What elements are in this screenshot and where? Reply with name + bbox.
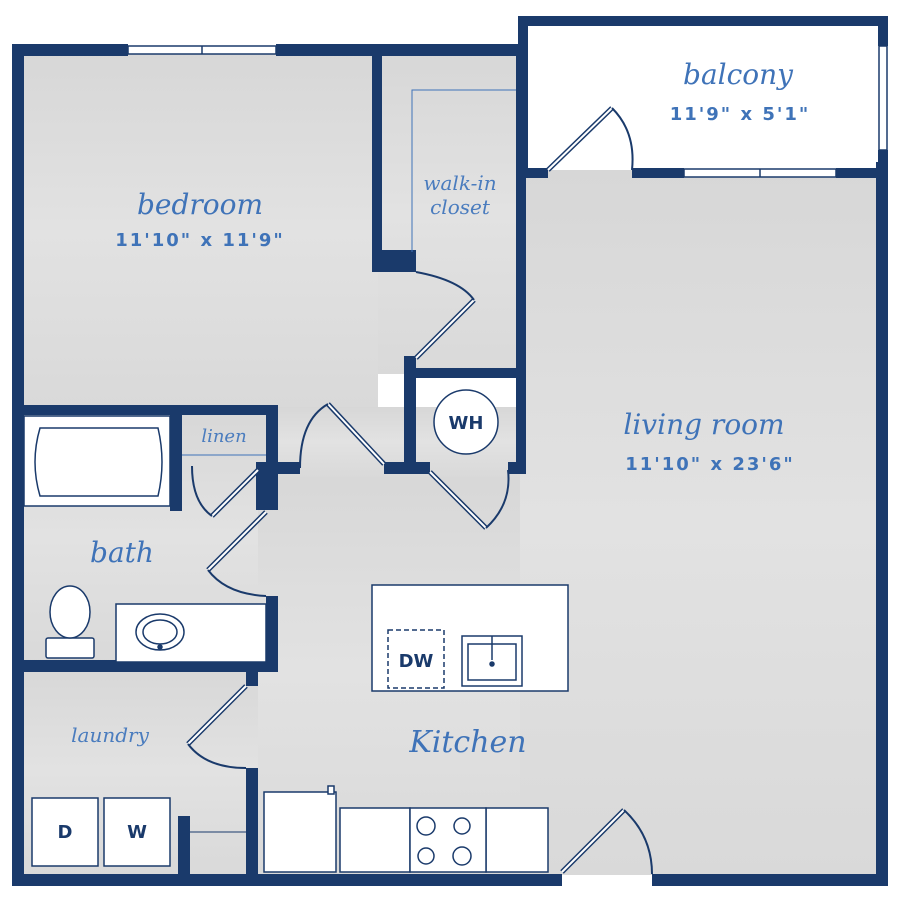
wall-linen-left	[170, 415, 182, 511]
wall-left	[12, 44, 24, 886]
balcony-window-right	[878, 45, 888, 151]
water-heater	[433, 389, 499, 455]
bathtub	[23, 415, 171, 507]
wall-laundry-right-top	[246, 660, 258, 686]
bedroom-door[interactable]	[299, 402, 386, 469]
water-heater-door[interactable]	[428, 469, 510, 530]
wall-bedroom-closet	[372, 44, 382, 258]
toilet	[45, 585, 95, 659]
balcony-wall-bottom-right	[836, 168, 888, 178]
dryer-label: D	[58, 822, 73, 843]
wall-top-bedroom	[12, 44, 128, 56]
water-heater-label: WH	[449, 413, 484, 434]
balcony-label: balcony	[683, 58, 794, 91]
washer-label: W	[127, 822, 147, 843]
bedroom-dims: 11'10" x 11'9"	[115, 230, 285, 251]
bedroom-floor	[20, 52, 378, 407]
labels: balcony 11'9" x 5'1" bedroom 11'10" x 11…	[58, 58, 811, 843]
wall-bath-right-lower	[266, 596, 278, 666]
laundry-door[interactable]	[186, 684, 248, 769]
dishwasher-outline	[387, 629, 445, 689]
dishwasher-label: DW	[399, 651, 434, 672]
wall-bedroom-bath	[12, 405, 278, 415]
wall-wh-bottom-right	[508, 462, 526, 474]
balcony-floor	[528, 24, 880, 170]
kitchen-island	[371, 584, 569, 692]
wall-laundry-right-bottom	[246, 768, 258, 886]
bedroom-label: bedroom	[137, 188, 263, 221]
closet-door[interactable]	[414, 271, 476, 360]
linen-door[interactable]	[191, 465, 260, 518]
wall-wh-left	[404, 356, 416, 474]
balcony-wall-bottom-left	[518, 168, 548, 178]
wall-linen-stub	[256, 462, 278, 510]
balcony-wall-bottom-mid	[632, 168, 684, 178]
washer	[103, 797, 171, 867]
closet-label-line1: walk-in	[423, 171, 496, 195]
living-room-label: living room	[623, 408, 784, 441]
wall-laundry-stub	[178, 816, 190, 886]
fixtures	[23, 389, 569, 873]
doors	[186, 106, 653, 875]
bath-label: bath	[90, 536, 154, 569]
living-floor	[520, 170, 885, 875]
windows	[127, 45, 888, 178]
entry-door[interactable]	[560, 808, 653, 875]
linen-label: linen	[201, 426, 246, 447]
dryer	[31, 797, 99, 867]
laundry-appliances	[31, 797, 171, 867]
wall-bottom-left	[12, 874, 562, 886]
wall-bottom-right	[652, 874, 888, 886]
bath-door[interactable]	[206, 510, 268, 597]
balcony-wall-right-bottom	[878, 150, 888, 174]
walls	[12, 16, 888, 886]
kitchen-counter	[263, 785, 549, 873]
wall-bath-right	[266, 405, 278, 469]
closet-floor	[378, 52, 520, 374]
thin-lines	[182, 89, 516, 456]
wall-closet-right	[516, 44, 526, 468]
wall-top-bedroom-right	[276, 44, 522, 56]
closet-shelf-line	[411, 89, 516, 252]
wall-bedroom-closet-stub	[372, 250, 416, 272]
kitchen-sink	[461, 635, 523, 687]
balcony-dims: 11'9" x 5'1"	[670, 104, 811, 125]
living-room-dims: 11'10" x 23'6"	[625, 454, 795, 475]
closet-label-line2: closet	[430, 195, 491, 219]
balcony-wall-top	[518, 16, 888, 26]
wall-bath-laundry	[12, 660, 278, 672]
wall-wh-bottom	[384, 462, 430, 474]
wall-wh-top	[404, 368, 526, 378]
range	[409, 807, 487, 873]
vanity	[115, 603, 267, 663]
balcony-door[interactable]	[546, 106, 634, 172]
kitchen-label: Kitchen	[408, 725, 526, 760]
laundry-label: laundry	[71, 723, 149, 747]
balcony-wall-right-top	[878, 16, 888, 46]
wall-right	[876, 162, 888, 886]
